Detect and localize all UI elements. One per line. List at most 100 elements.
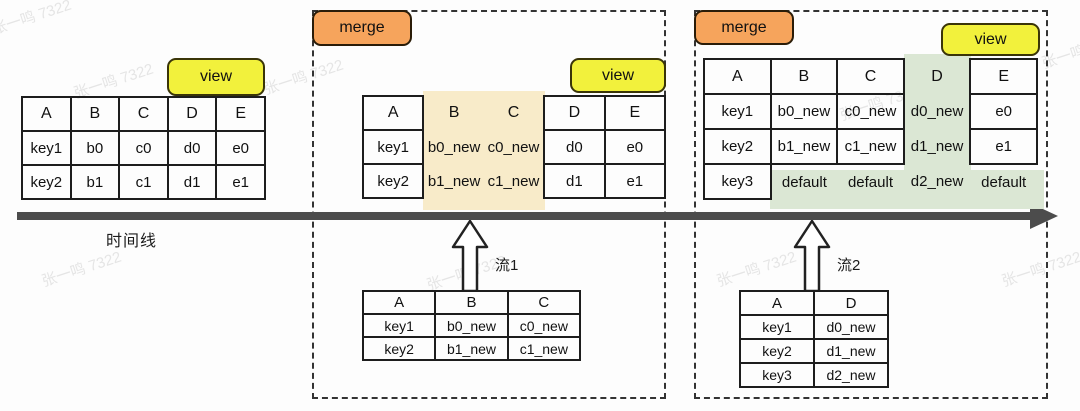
column-header: C: [118, 96, 169, 132]
table-cell: c0_new: [506, 313, 582, 338]
stream1-label: 流1: [495, 257, 519, 274]
view-badge-base: view: [167, 58, 265, 96]
merge-badge-stream2: merge: [694, 10, 794, 45]
table-row: key3 default default d2_new default: [703, 163, 1037, 200]
column-header: C: [506, 290, 582, 315]
column-header: D: [931, 67, 943, 85]
watermark: 张一鸣 7322: [39, 248, 124, 291]
row-key-cell: key1: [361, 129, 425, 165]
column-header: E: [603, 95, 667, 131]
stream1-arrow-icon: [451, 220, 489, 292]
row-key-cell: key2: [21, 164, 72, 200]
table-cell: c0_new: [836, 93, 905, 130]
column-header: A: [361, 95, 425, 131]
stream2-label: 流2: [837, 257, 861, 274]
table-cell: e0: [215, 130, 266, 166]
table-cell: b1_new: [434, 336, 509, 361]
table-cell: c1_new: [836, 128, 905, 165]
row-key-cell: key1: [21, 130, 72, 166]
merge-group-box-stream1: [312, 10, 666, 399]
table-cell: d1: [166, 164, 218, 200]
column-header: C: [836, 58, 905, 95]
column-header: D: [166, 96, 218, 132]
view-badge-stream1: view: [570, 58, 666, 93]
table-cell: b0: [69, 130, 121, 166]
table-cell: default: [847, 173, 893, 191]
table-cell: d1_new: [813, 338, 889, 364]
table-cell: b1_new: [427, 172, 481, 190]
merge-badge-stream1: merge: [312, 10, 412, 46]
table-cell: c0: [118, 130, 169, 166]
table-cell: c1_new: [506, 336, 582, 361]
table-cell: d0_new: [910, 103, 964, 120]
watermark: 张一鸣 7322: [0, 0, 74, 39]
row-key-cell: key2: [703, 128, 772, 165]
row-key-cell: key2: [361, 336, 437, 361]
row-key-cell: key3: [739, 362, 815, 388]
table-cell: default: [981, 173, 1027, 191]
column-header: D: [813, 290, 889, 316]
table-cell: e0: [603, 129, 667, 165]
table-cell: e1: [969, 128, 1038, 165]
table-cell: e0: [969, 93, 1038, 130]
stream1-highlight-overlay: [423, 91, 545, 210]
row-key-cell: key1: [739, 314, 815, 340]
stream2-arrow-icon: [793, 220, 831, 292]
column-header: C: [507, 104, 520, 121]
table-cell: e1: [603, 163, 667, 199]
table-cell: default: [781, 173, 827, 191]
row-key-cell: key2: [739, 338, 815, 364]
timeline-bar: [17, 212, 1032, 220]
column-header: D: [543, 95, 606, 131]
table-cell: c1_new: [487, 172, 540, 190]
table-cell: c0_new: [487, 138, 540, 156]
table-cell: b1_new: [769, 128, 839, 165]
table-cell: b0_new: [769, 93, 839, 130]
table-cell: d1_new: [910, 138, 964, 155]
table-cell: b0_new: [434, 313, 509, 338]
table-cell: d1: [543, 163, 606, 199]
column-header: B: [69, 96, 121, 132]
table-cell: b1: [69, 164, 121, 200]
table-cell: d2_new: [813, 362, 889, 388]
table-cell: b0_new: [427, 138, 481, 156]
stream2-highlight-row-overlay: [770, 170, 1044, 209]
table-cell: d2_new: [910, 173, 964, 190]
column-header: B: [769, 58, 839, 95]
column-header: B: [448, 104, 460, 121]
table-cell: d0: [543, 129, 606, 165]
timeline-label: 时间线: [106, 233, 158, 250]
column-header: E: [969, 58, 1038, 95]
table-cell: e1: [215, 164, 266, 200]
column-header: B: [434, 290, 509, 315]
table-cell: d0: [166, 130, 218, 166]
column-header: A: [739, 290, 815, 316]
table-cell: d0_new: [813, 314, 889, 340]
column-header: A: [21, 96, 72, 132]
view-badge-stream2: view: [941, 23, 1040, 56]
column-header: A: [361, 290, 437, 315]
column-header: A: [703, 58, 772, 95]
table-cell: c1: [118, 164, 169, 200]
row-key-cell: key3: [703, 163, 772, 200]
row-key-cell: key1: [361, 313, 437, 338]
column-header: E: [215, 96, 266, 132]
row-key-cell: key2: [361, 163, 425, 199]
row-key-cell: key1: [703, 93, 772, 130]
